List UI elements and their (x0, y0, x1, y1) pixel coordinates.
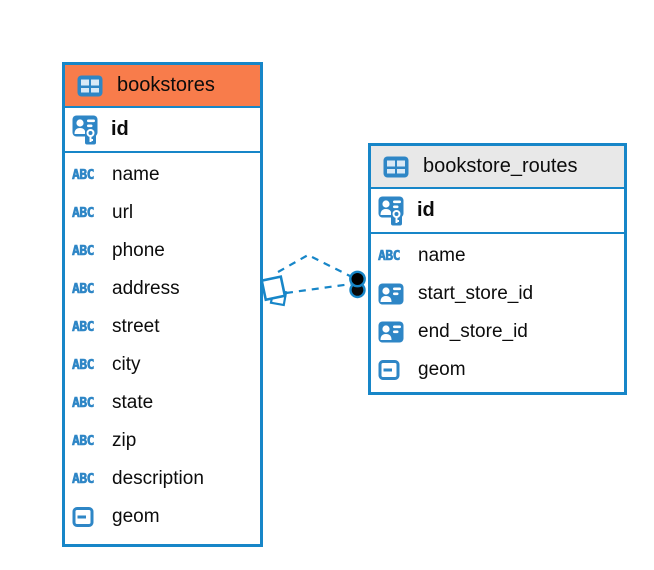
column-row[interactable]: ABC city (65, 346, 260, 384)
text-type-icon: ABC (72, 205, 95, 221)
column-name: end_store_id (418, 321, 528, 342)
column-row[interactable]: ABC name (371, 237, 624, 275)
primary-key-icon (72, 115, 103, 145)
text-type-icon: ABC (72, 433, 95, 449)
column-name: description (112, 468, 204, 489)
foreign-key-icon (378, 321, 409, 343)
column-name: city (112, 354, 141, 375)
column-name: street (112, 316, 160, 337)
relationship-line[interactable] (277, 253, 353, 278)
column-row[interactable]: ABC url (65, 194, 260, 232)
column-name: name (418, 245, 466, 266)
column-row[interactable]: ABC description (65, 460, 260, 498)
column-row[interactable]: ABC street (65, 308, 260, 346)
column-row[interactable]: geom (65, 498, 260, 536)
column-name: phone (112, 240, 165, 261)
column-row[interactable]: geom (371, 351, 624, 389)
text-type-icon: ABC (72, 357, 95, 373)
one-end-marker (349, 270, 366, 288)
column-name: zip (112, 430, 137, 451)
text-type-icon: ABC (72, 471, 95, 487)
column-name: geom (112, 506, 160, 527)
column-name: geom (418, 359, 466, 380)
column-row[interactable]: ABC state (65, 384, 260, 422)
primary-key-icon (378, 196, 409, 226)
entity-table-bookstore-routes[interactable]: bookstore_routes id ABC (368, 143, 627, 395)
column-list: ABC name ABC url ABC phone ABC address A… (65, 153, 260, 536)
column-row[interactable]: ABC phone (65, 232, 260, 270)
column-name: start_store_id (418, 283, 534, 304)
foreign-key-icon (378, 283, 409, 305)
table-header[interactable]: bookstore_routes (371, 146, 624, 189)
geometry-type-icon (72, 506, 103, 528)
primary-key-row[interactable]: id (65, 108, 260, 153)
table-icon (77, 75, 108, 97)
column-row[interactable]: end_store_id (371, 313, 624, 351)
table-title: bookstores (117, 74, 215, 96)
column-name: id (111, 118, 129, 140)
column-name: id (417, 199, 435, 221)
text-type-icon: ABC (72, 243, 95, 259)
column-list: ABC name start_store_id (371, 234, 624, 389)
column-name: address (112, 278, 180, 299)
geometry-type-icon (378, 359, 409, 381)
column-name: state (112, 392, 154, 413)
many-end-marker (260, 275, 287, 302)
entity-table-bookstores[interactable]: bookstores id ABC (62, 62, 263, 547)
text-type-icon: ABC (72, 281, 95, 297)
text-type-icon: ABC (378, 248, 401, 264)
text-type-icon: ABC (72, 319, 95, 335)
text-type-icon: ABC (72, 167, 95, 183)
table-header[interactable]: bookstores (65, 65, 260, 108)
column-row[interactable]: ABC zip (65, 422, 260, 460)
text-type-icon: ABC (72, 395, 95, 411)
table-title: bookstore_routes (423, 155, 578, 177)
column-row[interactable]: start_store_id (371, 275, 624, 313)
column-row[interactable]: ABC name (65, 156, 260, 194)
table-icon (383, 156, 414, 178)
column-row[interactable]: ABC address (65, 270, 260, 308)
primary-key-row[interactable]: id (371, 189, 624, 234)
column-name: url (112, 202, 134, 223)
relationship-line[interactable] (285, 282, 352, 295)
column-name: name (112, 164, 160, 185)
